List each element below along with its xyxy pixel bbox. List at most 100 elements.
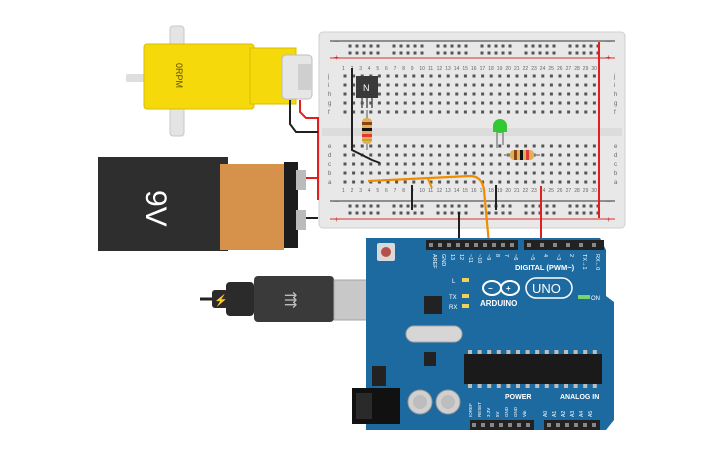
breadboard-hole[interactable] xyxy=(481,74,485,78)
breadboard-hole[interactable] xyxy=(343,83,347,87)
breadboard-hole[interactable] xyxy=(429,171,433,175)
rail-hole[interactable] xyxy=(376,211,380,215)
breadboard-hole[interactable] xyxy=(472,83,476,87)
breadboard-hole[interactable] xyxy=(343,171,347,175)
breadboard-hole[interactable] xyxy=(592,180,596,184)
breadboard-hole[interactable] xyxy=(429,83,433,87)
rail-hole[interactable] xyxy=(362,51,366,55)
rail-hole[interactable] xyxy=(494,51,498,55)
breadboard-hole[interactable] xyxy=(395,144,399,148)
breadboard-hole[interactable] xyxy=(592,92,596,96)
breadboard-hole[interactable] xyxy=(412,171,416,175)
rail-hole[interactable] xyxy=(568,211,572,215)
digital-pin-hole[interactable] xyxy=(438,243,442,247)
breadboard-hole[interactable] xyxy=(498,110,502,114)
analog-pin-hole[interactable] xyxy=(565,423,569,427)
breadboard-hole[interactable] xyxy=(549,180,553,184)
breadboard-hole[interactable] xyxy=(369,101,373,105)
reset-button-cap[interactable] xyxy=(381,247,391,257)
breadboard-hole[interactable] xyxy=(386,92,390,96)
digital-pin-hole[interactable] xyxy=(456,243,460,247)
breadboard-hole[interactable] xyxy=(446,171,450,175)
breadboard-hole[interactable] xyxy=(429,180,433,184)
rail-hole[interactable] xyxy=(545,204,549,208)
breadboard-hole[interactable] xyxy=(377,153,381,157)
breadboard-hole[interactable] xyxy=(343,153,347,157)
breadboard-hole[interactable] xyxy=(524,144,528,148)
rail-hole[interactable] xyxy=(524,44,528,48)
power-pin-hole[interactable] xyxy=(517,423,521,427)
rail-hole[interactable] xyxy=(501,51,505,55)
dc-motor[interactable]: 0RPM xyxy=(126,25,319,200)
breadboard-hole[interactable] xyxy=(386,83,390,87)
breadboard-hole[interactable] xyxy=(352,180,356,184)
rail-hole[interactable] xyxy=(450,211,454,215)
breadboard-hole[interactable] xyxy=(489,92,493,96)
rail-hole[interactable] xyxy=(480,44,484,48)
breadboard-hole[interactable] xyxy=(412,162,416,166)
power-pin-holes[interactable] xyxy=(472,423,530,427)
breadboard-hole[interactable] xyxy=(541,153,545,157)
breadboard-hole[interactable] xyxy=(446,162,450,166)
analog-pin-hole[interactable] xyxy=(556,423,560,427)
rail-hole[interactable] xyxy=(436,211,440,215)
breadboard-hole[interactable] xyxy=(412,153,416,157)
digital-pin-hole[interactable] xyxy=(429,243,433,247)
breadboard-hole[interactable] xyxy=(369,162,373,166)
breadboard-hole[interactable] xyxy=(567,144,571,148)
rail-hole[interactable] xyxy=(392,51,396,55)
digital-pin-hole[interactable] xyxy=(510,243,514,247)
breadboard-hole[interactable] xyxy=(481,162,485,166)
breadboard-hole[interactable] xyxy=(446,92,450,96)
breadboard-hole[interactable] xyxy=(463,171,467,175)
breadboard-hole[interactable] xyxy=(524,162,528,166)
breadboard-hole[interactable] xyxy=(558,110,562,114)
breadboard-hole[interactable] xyxy=(412,92,416,96)
breadboard-hole[interactable] xyxy=(369,110,373,114)
analog-pin-hole[interactable] xyxy=(547,423,551,427)
breadboard-hole[interactable] xyxy=(377,101,381,105)
breadboard-hole[interactable] xyxy=(420,171,424,175)
rail-hole[interactable] xyxy=(457,204,461,208)
breadboard-hole[interactable] xyxy=(455,92,459,96)
rail-hole[interactable] xyxy=(420,44,424,48)
breadboard-hole[interactable] xyxy=(481,144,485,148)
power-pin-hole[interactable] xyxy=(472,423,476,427)
rail-hole[interactable] xyxy=(568,44,572,48)
rail-hole[interactable] xyxy=(545,211,549,215)
rail-hole[interactable] xyxy=(450,51,454,55)
led-green[interactable] xyxy=(493,119,507,148)
breadboard-hole[interactable] xyxy=(403,171,407,175)
breadboard-hole[interactable] xyxy=(352,162,356,166)
rail-hole[interactable] xyxy=(399,211,403,215)
digital-header-left[interactable] xyxy=(426,240,518,250)
breadboard-hole[interactable] xyxy=(377,83,381,87)
breadboard-hole[interactable] xyxy=(567,153,571,157)
rail-hole[interactable] xyxy=(355,211,359,215)
rail-hole[interactable] xyxy=(369,204,373,208)
breadboard-hole[interactable] xyxy=(515,144,519,148)
breadboard-hole[interactable] xyxy=(463,110,467,114)
analog-pin-hole[interactable] xyxy=(583,423,587,427)
breadboard-hole[interactable] xyxy=(395,92,399,96)
breadboard-hole[interactable] xyxy=(446,180,450,184)
breadboard-hole[interactable] xyxy=(386,110,390,114)
power-pin-hole[interactable] xyxy=(499,423,503,427)
rail-hole[interactable] xyxy=(436,51,440,55)
breadboard-hole[interactable] xyxy=(438,92,442,96)
breadboard-hole[interactable] xyxy=(395,162,399,166)
breadboard-hole[interactable] xyxy=(541,101,545,105)
breadboard-hole[interactable] xyxy=(472,171,476,175)
breadboard-hole[interactable] xyxy=(575,74,579,78)
rail-hole[interactable] xyxy=(443,211,447,215)
digital-header-right[interactable] xyxy=(524,240,604,250)
rail-hole[interactable] xyxy=(362,211,366,215)
breadboard-hole[interactable] xyxy=(395,110,399,114)
breadboard-hole[interactable] xyxy=(592,83,596,87)
breadboard-hole[interactable] xyxy=(584,110,588,114)
rail-hole[interactable] xyxy=(413,204,417,208)
breadboard-hole[interactable] xyxy=(420,162,424,166)
breadboard-hole[interactable] xyxy=(455,101,459,105)
breadboard-hole[interactable] xyxy=(472,153,476,157)
